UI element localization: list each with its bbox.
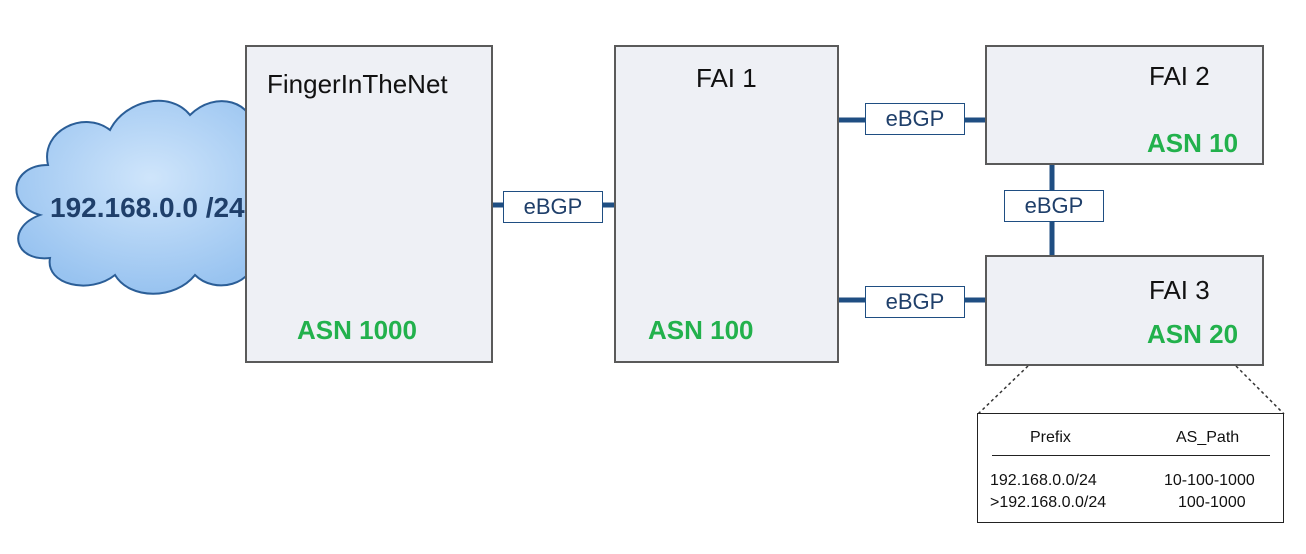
fingerinthenet-box: FingerInTheNet ASN 1000 (245, 45, 493, 363)
fai2-asn: ASN 10 (1147, 128, 1239, 158)
ebgp-label-fingerinthenet-fai1: eBGP (503, 191, 603, 223)
prefix-column-header: Prefix (1030, 429, 1071, 446)
callout-line-left (977, 365, 1029, 415)
table-row-1-prefix: 192.168.0.0/24 (990, 472, 1097, 489)
fingerinthenet-asn: ASN 1000 (297, 315, 417, 345)
ebgp-label-fai2-fai3: eBGP (1004, 190, 1104, 222)
fai2-title: FAI 2 (1149, 61, 1210, 91)
fai3-box: FAI 3 ASN 20 (985, 255, 1264, 366)
fai3-asn: ASN 20 (1147, 319, 1239, 349)
fai1-title: FAI 1 (696, 63, 757, 93)
ebgp-label-fai1-fai3: eBGP (865, 286, 965, 318)
callout-line-right (1235, 365, 1285, 415)
table-row-1-as-path: 10-100-1000 (1164, 472, 1255, 489)
routing-table-callout: Prefix AS_Path 192.168.0.0/24 10-100-100… (977, 413, 1284, 523)
fai3-title: FAI 3 (1149, 275, 1210, 305)
fai2-box: FAI 2 ASN 10 (985, 45, 1264, 165)
as-path-column-header: AS_Path (1176, 429, 1240, 446)
table-row-2-prefix: >192.168.0.0/24 (990, 494, 1107, 511)
fai1-asn: ASN 100 (648, 315, 754, 345)
fingerinthenet-title: FingerInTheNet (267, 69, 448, 99)
table-row-2-as-path: 100-1000 (1178, 494, 1246, 511)
ebgp-label-fai1-fai2: eBGP (865, 103, 965, 135)
header-underline (992, 455, 1270, 456)
fai1-box: FAI 1 ASN 100 (614, 45, 839, 363)
cloud-prefix-label: 192.168.0.0 /24 (50, 192, 245, 223)
